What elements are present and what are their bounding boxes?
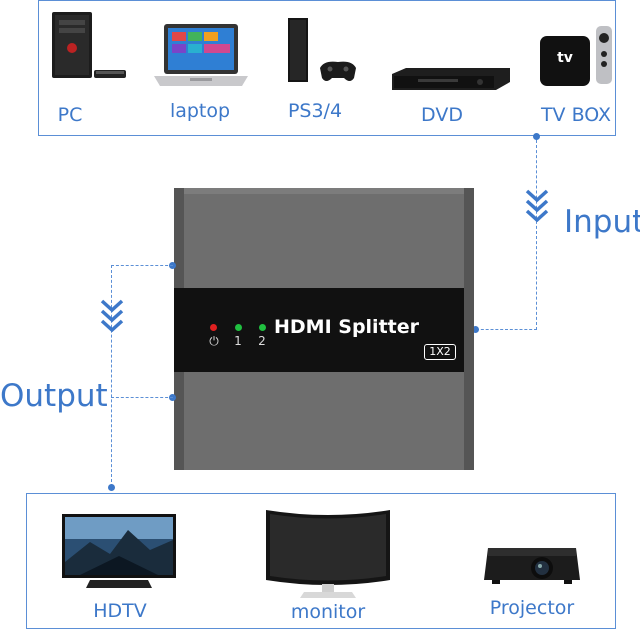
led-output-1 — [235, 324, 242, 331]
source-label-dvd: DVD — [421, 104, 463, 126]
source-label-ps: PS3/4 — [287, 100, 343, 122]
remote-control-icon — [594, 24, 614, 86]
output-line-vertical — [111, 265, 112, 487]
destination-label-monitor: monitor — [290, 601, 366, 623]
input-arrow-icon — [524, 188, 550, 223]
splitter-input-dot — [472, 326, 479, 333]
source-label-pc: PC — [57, 104, 83, 126]
sources-box — [38, 0, 616, 136]
hdtv-icon — [60, 512, 178, 592]
laptop-icon — [150, 22, 252, 90]
input-connector-dot — [533, 133, 540, 140]
splitter-title: HDMI Splitter — [274, 316, 419, 338]
output-connector-dot — [108, 484, 115, 491]
splitter-badge: 1X2 — [424, 344, 456, 360]
curved-monitor-icon — [262, 506, 394, 602]
pc-tower-icon — [46, 10, 132, 84]
tv-box-logo: tv — [557, 50, 573, 66]
projector-icon — [482, 540, 582, 590]
source-label-tvbox: TV BOX — [540, 104, 612, 126]
source-label-laptop: laptop — [169, 100, 231, 122]
output-line-top — [111, 265, 173, 266]
input-label: Input — [564, 204, 640, 240]
led-label-1: 1 — [234, 334, 242, 348]
destination-label-hdtv: HDTV — [93, 600, 147, 622]
input-line-horizontal — [476, 329, 537, 330]
led-label-2: 2 — [258, 334, 266, 348]
output-line-bottom — [111, 397, 173, 398]
input-line-vertical — [536, 140, 537, 330]
led-power — [210, 324, 217, 331]
tv-box-icon — [538, 26, 608, 90]
output-arrow-icon — [99, 298, 125, 333]
destinations-box — [26, 493, 616, 629]
dvd-player-icon — [388, 66, 514, 96]
led-label-power: ⏻ — [209, 334, 219, 348]
hdmi-splitter-device — [174, 188, 474, 470]
game-console-icon — [280, 16, 360, 90]
led-output-2 — [259, 324, 266, 331]
output-label: Output — [0, 378, 108, 414]
destination-label-projector: Projector — [489, 597, 575, 619]
